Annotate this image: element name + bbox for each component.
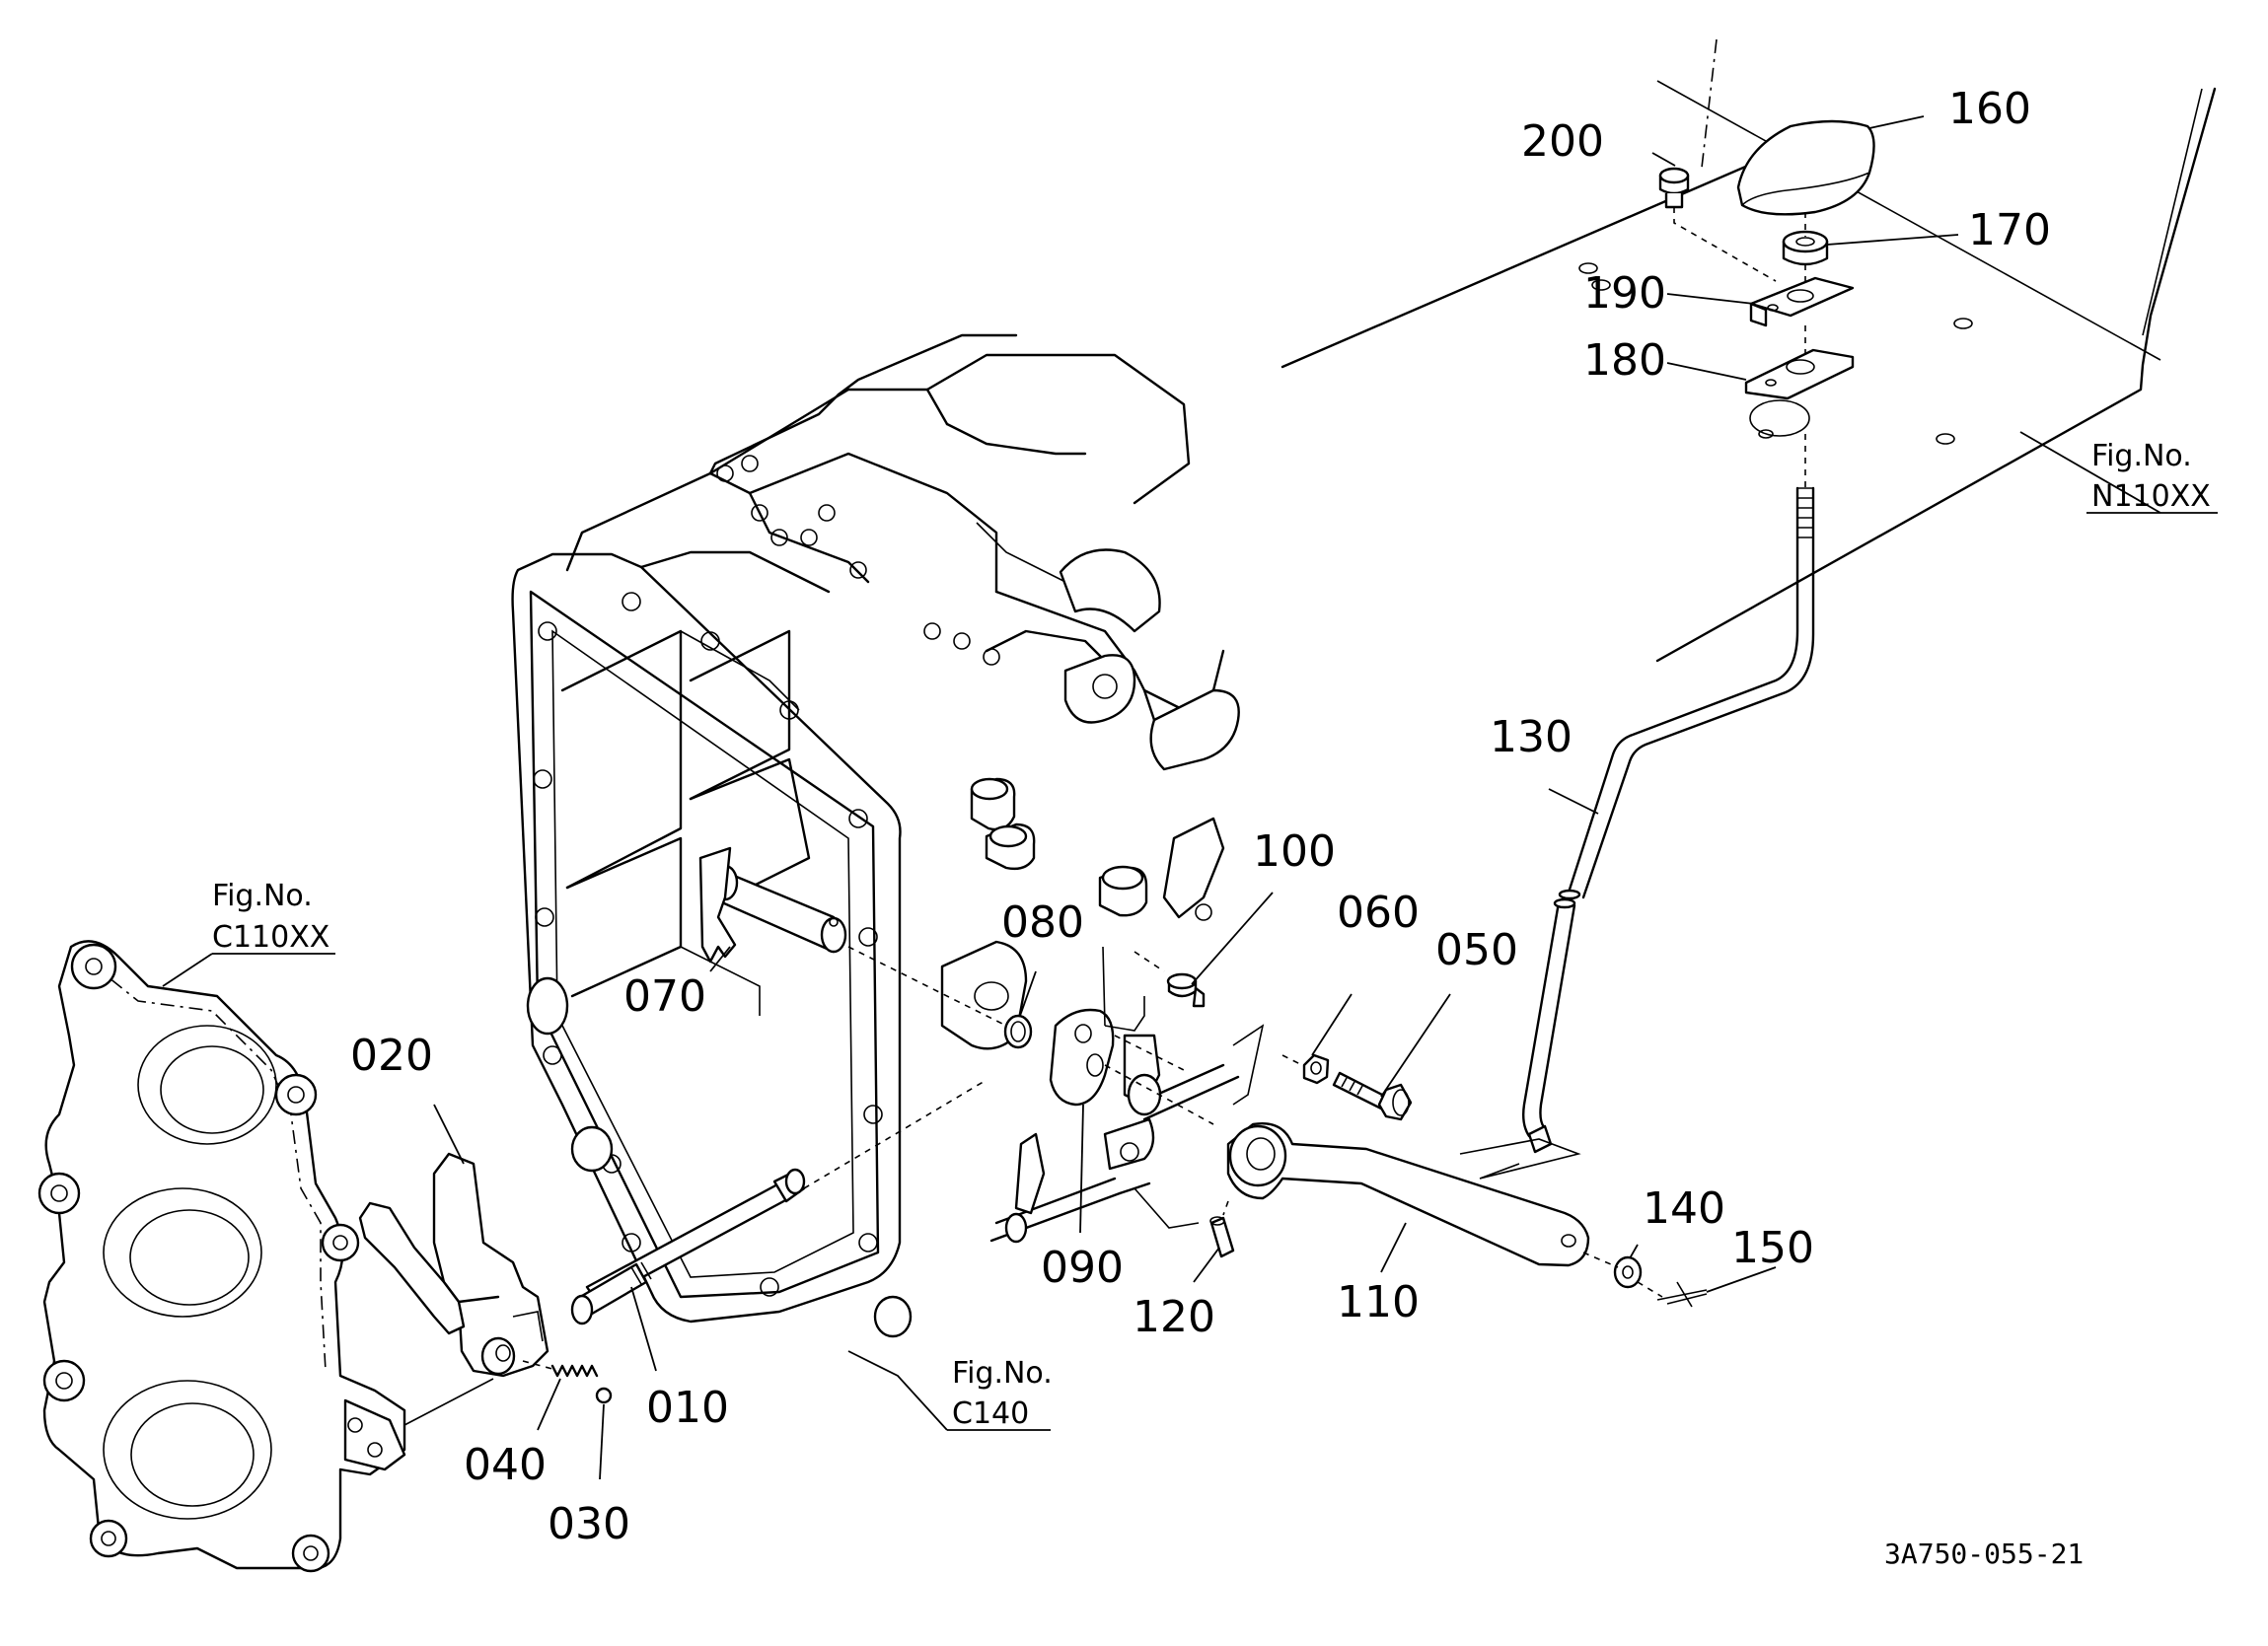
lever-110 <box>1226 1122 1590 1267</box>
pin-150 <box>1656 1281 1708 1308</box>
plate-180 <box>1744 348 1855 400</box>
washer-140 <box>1613 1255 1643 1289</box>
part-label-090: 090 <box>1041 1243 1124 1293</box>
part-label-080: 080 <box>1001 897 1084 948</box>
part-label-050: 050 <box>1435 925 1518 975</box>
part-label-180: 180 <box>1583 335 1666 386</box>
shaft-010 <box>570 1168 806 1325</box>
plate-090 <box>1049 1008 1115 1107</box>
floor-plate <box>1280 38 2217 663</box>
part-label-040: 040 <box>464 1440 547 1490</box>
part-label-160: 160 <box>1948 84 2031 134</box>
fig-ref-title-c110xx: Fig.No. <box>212 879 313 913</box>
fork-020 <box>358 1152 549 1378</box>
washer-060 <box>1302 1053 1330 1085</box>
part-labels: 160 200 170 190 180 130 100 060 050 080 … <box>350 84 2051 1549</box>
fig-ref-code-c110xx: C110XX <box>212 920 329 955</box>
nut-170 <box>1782 230 1829 266</box>
transmission-case <box>511 333 1240 1338</box>
part-label-200: 200 <box>1521 116 1604 167</box>
bolt-200 <box>1658 167 1690 209</box>
part-label-010: 010 <box>646 1383 729 1433</box>
part-label-150: 150 <box>1731 1223 1814 1273</box>
part-label-020: 020 <box>350 1031 433 1081</box>
fig-ref-title-n110xx: Fig.No. <box>2091 439 2192 473</box>
bracket-190 <box>1749 276 1855 327</box>
part-label-070: 070 <box>623 971 706 1022</box>
part-label-100: 100 <box>1253 826 1336 877</box>
part-label-110: 110 <box>1337 1277 1420 1327</box>
diagram-code: 3A750-055-21 <box>1884 1538 2084 1570</box>
front-case <box>37 940 406 1573</box>
knob-160 <box>1736 119 1875 216</box>
spring-040 <box>550 1364 599 1378</box>
part-label-030: 030 <box>548 1499 630 1549</box>
leader-lines <box>162 115 2218 1480</box>
fig-ref-title-c140: Fig.No. <box>952 1356 1053 1391</box>
bolt-100 <box>1166 972 1206 1008</box>
part-label-130: 130 <box>1490 712 1573 762</box>
part-label-120: 120 <box>1133 1292 1215 1342</box>
rod-130 <box>1459 486 1815 1180</box>
ball-030 <box>595 1387 613 1404</box>
fig-ref-code-c140: C140 <box>952 1396 1029 1431</box>
shaft-070 <box>698 846 847 964</box>
figure-refs: Fig.No. C110XX Fig.No. C140 Fig.No. N110… <box>212 439 2211 1431</box>
fig-ref-code-n110xx: N110XX <box>2091 479 2211 514</box>
pin-120 <box>1209 1216 1235 1258</box>
part-label-170: 170 <box>1968 205 2051 255</box>
bolt-050 <box>1332 1071 1413 1121</box>
lever-shaft-assy <box>989 1024 1265 1244</box>
part-label-060: 060 <box>1337 888 1420 938</box>
o-ring-080 <box>1003 1014 1033 1049</box>
part-label-190: 190 <box>1583 268 1666 319</box>
part-label-140: 140 <box>1643 1183 1725 1234</box>
